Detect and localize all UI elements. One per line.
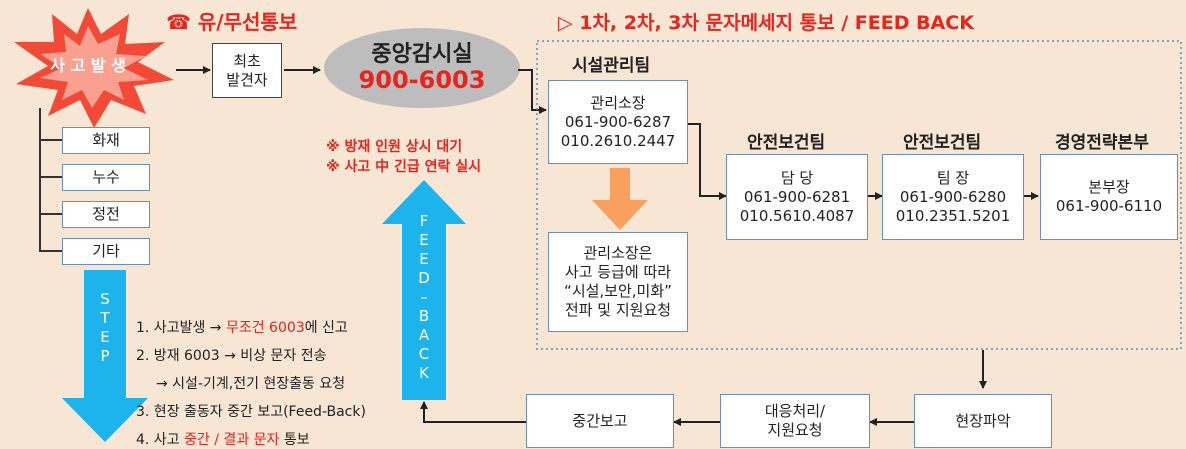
type-blackout: 정전 — [62, 201, 150, 228]
first-finder-line1: 최초 — [233, 51, 261, 70]
feedback-arrow-label: F E E D – B A C K — [415, 212, 433, 383]
feedback-letter: E — [419, 250, 429, 268]
type-leak: 누수 — [62, 164, 150, 191]
step-1-highlight: 무조건 6003 — [225, 320, 305, 336]
step-letter: P — [100, 347, 110, 365]
step-2-sub: → 시설-기계,전기 현장출동 요청 — [156, 376, 346, 392]
facility-manager-box: 관리소장 061-900-6287 010.2610.2447 — [548, 80, 688, 164]
step-4-text: 4. 사고 — [136, 432, 185, 448]
interim-report-label: 중간보고 — [572, 411, 628, 430]
response-support-box: 대응처리/ 지원요청 — [720, 394, 870, 448]
step-letter: E — [100, 328, 110, 346]
facility-note-line: 관리소장은 — [583, 244, 653, 262]
step-letter: S — [100, 290, 110, 308]
central-number: 900-6003 — [358, 66, 486, 94]
text-notification-title: ▷ 1차, 2차, 3차 문자메세지 통보 / FEED BACK — [558, 12, 974, 34]
feedback-letter: E — [419, 231, 429, 249]
step-4: 4. 사고 중간 / 결과 문자 통보 — [136, 429, 310, 449]
feedback-letter: C — [418, 345, 430, 363]
response-line2: 지원요청 — [767, 421, 823, 439]
safety-2-phone-office: 061-900-6280 — [899, 187, 1007, 206]
response-line1: 대응처리/ — [764, 402, 826, 420]
facility-phone-mobile: 010.2610.2447 — [560, 131, 676, 150]
safety-2-phone-mobile: 010.2351.5201 — [895, 206, 1011, 225]
facility-note-line: “시설,보안,미화” — [564, 282, 672, 300]
feedback-letter: – — [420, 288, 428, 306]
facility-note-line: 전파 및 지원요청 — [564, 301, 672, 319]
step-1: 1. 사고발생 → 무조건 6003에 신고 — [136, 317, 348, 337]
type-label: 화재 — [92, 131, 120, 149]
orange-down-arrow — [592, 168, 648, 230]
step-4-highlight: 중간 / 결과 문자 — [184, 432, 280, 448]
wired-wireless-title: 유/무선통보 — [197, 10, 298, 34]
facility-team-title: 시설관리팀 — [572, 56, 651, 76]
first-finder-line2: 발견자 — [226, 70, 268, 89]
strategy-hq-role: 본부장 — [1088, 178, 1130, 196]
facility-phone-office: 061-900-6287 — [564, 112, 672, 131]
feedback-arrow — [382, 180, 466, 400]
strategy-hq-phone: 061-900-6110 — [1055, 197, 1163, 215]
step-arrow — [62, 270, 148, 442]
step-4-text-end: 통보 — [279, 432, 310, 448]
step-arrow-label: S T E P — [96, 290, 114, 366]
step-1-text-end: 에 신고 — [304, 320, 348, 336]
arrow-central-to-facility — [518, 69, 547, 114]
safety-2-role: 팀 장 — [936, 168, 970, 187]
arrow-facility-to-safety1 — [688, 123, 727, 200]
safety-team-1-title: 안전보건팀 — [747, 133, 826, 153]
feedback-letter: B — [418, 307, 430, 325]
first-finder-box: 최초 발견자 — [212, 43, 282, 98]
step-2: 2. 방재 6003 → 비상 문자 전송 — [136, 348, 327, 364]
wired-wireless-header: ☎ 유/무선통보 — [166, 6, 297, 35]
safety-team-2-box: 팀 장 061-900-6280 010.2351.5201 — [882, 154, 1024, 240]
step-letter: T — [100, 309, 110, 327]
type-other: 기타 — [62, 238, 150, 265]
feedback-letter: A — [418, 326, 430, 344]
type-label: 정전 — [92, 205, 120, 223]
safety-team-1-box: 담 당 061-900-6281 010.5610.4087 — [726, 154, 868, 240]
type-fire: 화재 — [62, 127, 150, 154]
feedback-letter: F — [419, 212, 429, 230]
step-1-text: 1. 사고발생 → — [136, 320, 226, 336]
safety-team-2-title: 안전보건팀 — [903, 133, 982, 153]
feedback-letter: K — [419, 364, 429, 382]
type-label: 누수 — [92, 168, 120, 186]
safety-1-phone-mobile: 010.5610.4087 — [739, 206, 855, 225]
note-emergency-contact: ※ 사고 中 긴급 연락 실시 — [326, 159, 482, 175]
step-3: 3. 현장 출동자 중간 보고(Feed-Back) — [136, 404, 366, 420]
interim-report-box: 중간보고 — [526, 394, 674, 448]
arrow-interim-to-feedback — [420, 401, 526, 423]
feedback-letter: D — [418, 269, 430, 287]
type-label: 기타 — [92, 242, 120, 260]
central-title: 중앙감시실 — [371, 42, 473, 67]
note-standby: ※ 방재 인원 상시 대기 — [326, 139, 463, 155]
facility-manager-note-box: 관리소장은 사고 등급에 따라 “시설,보안,미화” 전파 및 지원요청 — [548, 232, 688, 332]
site-assessment-label: 현장파악 — [955, 411, 1011, 430]
safety-1-role: 담 당 — [780, 168, 814, 187]
strategy-hq-box: 본부장 061-900-6110 — [1040, 154, 1178, 240]
facility-note-line: 사고 등급에 따라 — [564, 263, 672, 281]
facility-role: 관리소장 — [590, 93, 646, 112]
site-assessment-box: 현장파악 — [914, 394, 1052, 448]
accident-label: 사 고 발 생 — [50, 56, 126, 75]
safety-1-phone-office: 061-900-6281 — [743, 187, 851, 206]
accident-starburst-core — [40, 26, 148, 108]
central-monitoring-ellipse — [324, 28, 520, 108]
phone-icon: ☎ — [166, 10, 191, 34]
text-notification-region — [536, 40, 1182, 350]
strategy-hq-title: 경영전략본부 — [1055, 133, 1149, 153]
